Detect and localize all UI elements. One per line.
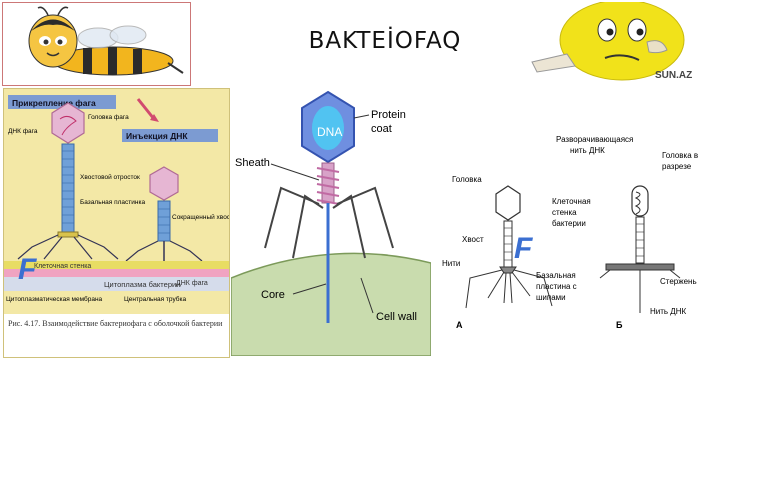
protein-coat-label-2: coat	[371, 123, 392, 135]
cell-wall-b-label-1: Клеточная	[552, 197, 591, 206]
fibers-label: Нити	[442, 259, 460, 268]
cell-wall-label-en: Cell wall	[376, 311, 417, 323]
head-label: Головка	[452, 175, 482, 184]
cell-wall-shape	[230, 252, 432, 357]
phage-dna-label: ДНК фага	[176, 280, 208, 287]
cell-wall-b-label-3: бактерии	[552, 219, 586, 228]
dna-thread-label: Нить ДНК	[650, 307, 686, 316]
header-attachment: Прикрепление фага	[12, 98, 96, 108]
tail-label: Хвост	[462, 235, 484, 244]
thinking-smiley-image	[527, 0, 717, 86]
dna-phage-label: ДНК фага	[8, 128, 38, 135]
phage-line-drawing-figure: F Головка Хвост Нити Базальная пластина …	[440, 128, 730, 348]
bee-icon	[28, 6, 184, 76]
f-logo-icon: F	[18, 253, 37, 286]
central-tube-label: Центральная трубка	[124, 295, 186, 303]
label-b: Б	[616, 320, 623, 330]
cytoplasm-membrane-label: Цитоплазматическая мембрана	[6, 295, 103, 303]
label-a: А	[456, 320, 463, 330]
base-plate-label: Базальная пластинка	[80, 199, 145, 206]
bee-cartoon-image	[2, 2, 191, 86]
arrow-icon	[136, 98, 156, 120]
header-injection: Инъекция ДНК	[126, 131, 188, 141]
phage-head-label: Головка фага	[88, 114, 129, 121]
dna-label: DNA	[317, 125, 342, 139]
contracted-tail-label: Сокращенный хвостовой отросток	[172, 213, 229, 221]
head-section-label-2: разрезе	[662, 162, 692, 171]
tail-sheath-label: Хвостовой отросток	[80, 173, 140, 181]
rod-label: Стержень	[660, 277, 697, 286]
sun-az-logo: SUN.AZ	[655, 70, 693, 81]
base-plate-label-1: Базальная	[536, 271, 576, 280]
cytoplasm-label: Цитоплазма бактерии	[104, 280, 180, 289]
base-plate-label-2: пластина с	[536, 282, 577, 291]
base-plate-label-3: шипами	[536, 293, 566, 302]
sheath-label: Sheath	[235, 157, 270, 169]
phage-structure-figure: DNA Protein coat Sheath Core Cell wall	[230, 88, 432, 357]
unwinding-dna-label-2: нить ДНК	[570, 146, 605, 155]
page-title: BAKTEİOFAQ	[308, 28, 462, 54]
cell-wall-label: Клеточная стенка	[34, 263, 91, 270]
phage-head-shape	[51, 102, 85, 144]
figure-caption: Рис. 4.17. Взаимодействие бактериофага с…	[8, 319, 223, 328]
phage-attachment-figure: Прикрепление фага Инъекция ДНК Клеточ	[3, 88, 275, 358]
protein-coat-label-1: Protein	[371, 109, 406, 121]
unwinding-dna-label-1: Разворачивающаяся	[556, 135, 633, 144]
head-section-label-1: Головка в	[662, 151, 698, 160]
f-logo-icon-2: F	[514, 232, 533, 265]
core-label: Core	[261, 289, 285, 301]
thinking-smiley-icon	[531, 0, 685, 81]
cell-wall-b-label-2: стенка	[552, 208, 577, 217]
